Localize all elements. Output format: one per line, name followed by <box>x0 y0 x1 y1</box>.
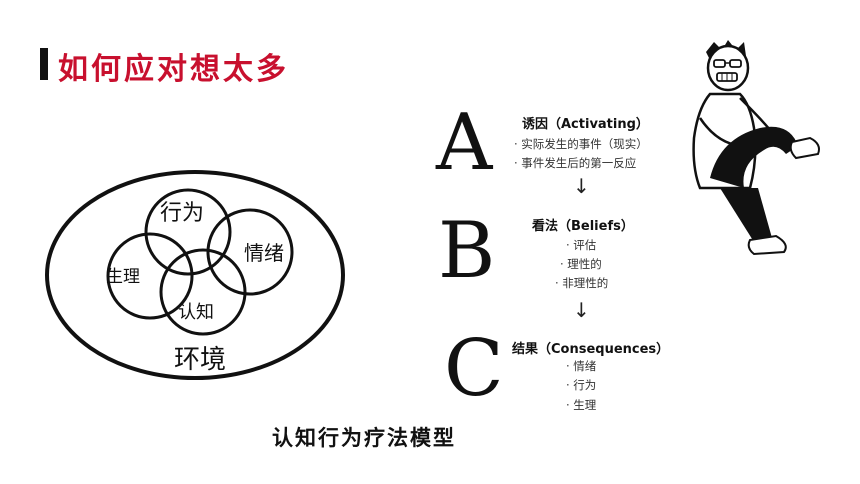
page-title: 如何应对想太多 <box>58 52 289 87</box>
section-c-title: 结果（Consequences） <box>512 342 670 357</box>
section-a-item-1: · 实际发生的事件（现实） <box>514 137 648 151</box>
environment-label: 环境 <box>174 345 226 375</box>
arrow-b-c: ↓ <box>573 298 590 322</box>
section-a-title: 诱因（Activating） <box>522 117 649 132</box>
letter-c: C <box>444 324 504 414</box>
emotion-circle <box>206 208 294 296</box>
emotion-label: 情绪 <box>244 241 284 265</box>
section-a-item-2: · 事件发生后的第一反应 <box>514 156 637 170</box>
section-c-item-3: · 生理 <box>566 398 597 412</box>
physiology-label: 生理 <box>106 267 140 287</box>
section-b-item-1: · 评估 <box>566 238 597 252</box>
letter-b: B <box>438 206 496 296</box>
section-c-item-2: · 行为 <box>566 378 597 392</box>
title-accent-bar <box>40 48 48 80</box>
section-b-item-3: · 非理性的 <box>555 276 609 290</box>
arrow-a-b: ↓ <box>573 174 590 198</box>
cognition-circle <box>159 248 247 336</box>
behavior-label: 行为 <box>160 201 204 226</box>
section-b-title: 看法（Beliefs） <box>532 219 634 234</box>
letter-a: A <box>436 98 493 188</box>
environment-ellipse <box>45 170 345 380</box>
caption: 认知行为疗法模型 <box>272 426 456 450</box>
cognition-label: 认知 <box>178 302 214 323</box>
person-illustration-icon <box>692 40 820 256</box>
physiology-circle <box>106 232 194 320</box>
behavior-circle <box>144 188 232 276</box>
venn-diagram: 行为 情绪 生理 认知 环境 <box>45 170 345 380</box>
section-b-item-2: · 理性的 <box>560 257 602 271</box>
section-c-item-1: · 情绪 <box>566 359 597 373</box>
